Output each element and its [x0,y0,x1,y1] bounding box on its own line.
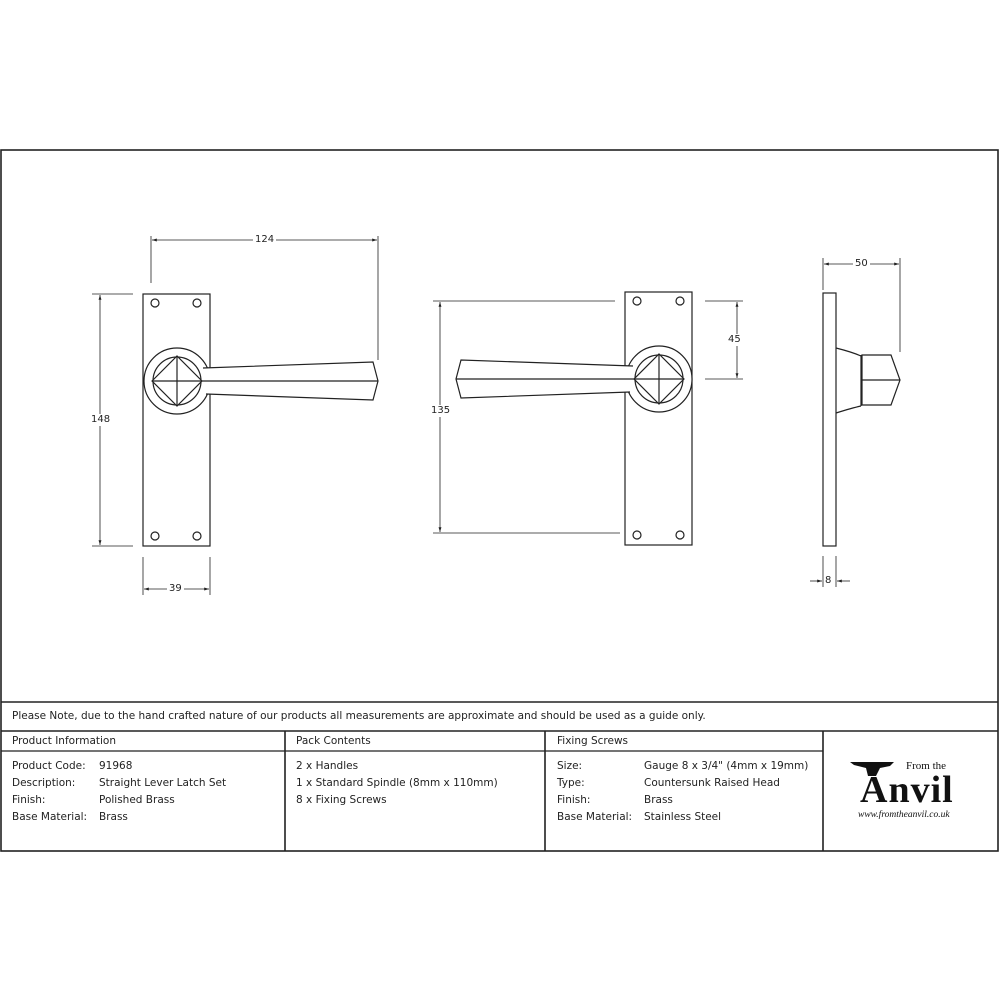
value: Brass [644,794,673,806]
screw-hole [675,530,685,540]
anvil-icon [850,762,894,776]
screw-hole [632,296,642,306]
label: Product Code: [12,760,86,772]
pack-item: 8 x Fixing Screws [296,794,387,806]
backplate [142,293,211,547]
dim-plate-width: 39 [167,583,184,595]
pack-item: 1 x Standard Spindle (8mm x 110mm) [296,777,498,789]
dim-plate-thickness: 8 [825,575,832,586]
logo-from-text: From the [906,760,947,772]
screw-hole [675,296,685,306]
side-view [810,258,901,587]
dim-front-width: 124 [253,234,277,246]
value: Countersunk Raised Head [644,777,780,789]
value: Polished Brass [99,794,175,806]
logo-url: www.fromtheanvil.co.uk [858,810,950,820]
value: Gauge 8 x 3/4" (4mm x 19mm) [644,760,809,772]
label: Description: [12,777,76,789]
dim-mirror-height: 135 [429,405,453,417]
product-information-header: Product Information [12,735,116,747]
value: 91968 [99,760,133,772]
screw-hole [632,530,642,540]
rear-view [433,291,743,546]
fixing-screws-header: Fixing Screws [557,735,629,747]
label: Finish: [12,794,46,806]
value: Stainless Steel [644,811,722,823]
logo-name: Anvil [860,769,954,811]
drawing-frame [0,149,999,852]
dim-projection: 50 [853,258,870,270]
dim-spindle-offset: 45 [726,334,743,346]
screw-hole [150,531,160,541]
backplate [624,291,693,546]
label: Base Material: [557,811,633,823]
screw-hole [150,298,160,308]
dim-front-height: 148 [89,414,113,426]
value: Straight Lever Latch Set [99,777,227,789]
measurement-note: Please Note, due to the hand crafted nat… [12,710,706,722]
label: Type: [557,777,585,789]
label: Size: [557,760,583,772]
value: Brass [99,811,128,823]
label: Base Material: [12,811,88,823]
label: Finish: [557,794,591,806]
pack-item: 2 x Handles [296,760,359,772]
from-the-anvil-logo: From the Anvil www.fromtheanvil.co.uk [846,758,981,824]
screw-hole [192,531,202,541]
backplate [822,292,837,547]
screw-hole [192,298,202,308]
pack-contents-header: Pack Contents [296,735,371,747]
front-view [92,236,379,595]
